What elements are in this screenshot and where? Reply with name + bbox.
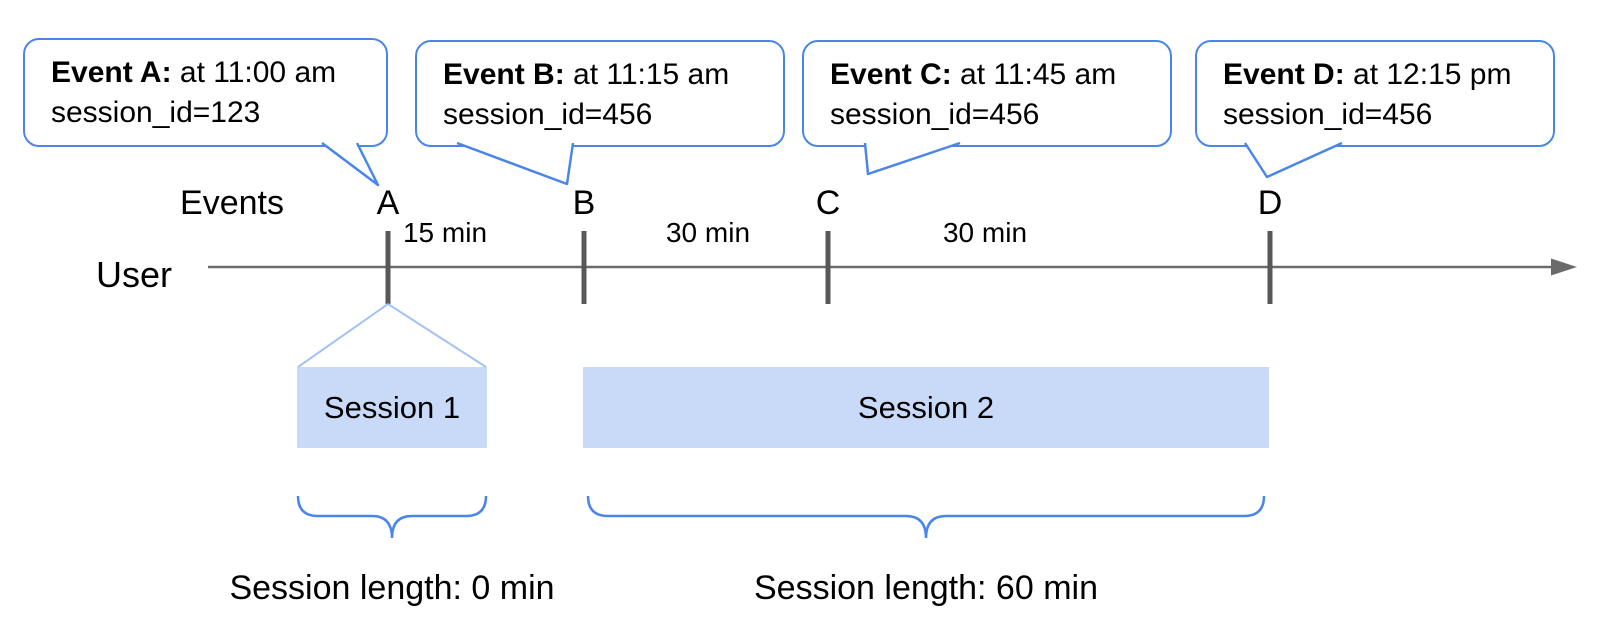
tick-event-b — [581, 231, 587, 304]
event-d-time: at 12:15 pm — [1344, 58, 1512, 91]
event-c-session-id: session_id=456 — [830, 98, 1040, 131]
event-c-callout: Event C: at 11:45 am session_id=456 — [802, 40, 1172, 147]
user-lane-label: User — [96, 254, 173, 295]
interval-b-c: 30 min — [665, 217, 751, 248]
event-d-session-id: session_id=456 — [1223, 98, 1433, 131]
event-a-title: Event A: — [51, 56, 172, 89]
event-c-callout-tail — [863, 141, 961, 176]
tick-event-d — [1267, 231, 1273, 304]
event-d-callout-line1: Event D: at 12:15 pm — [1223, 55, 1553, 95]
event-a-session-id: session_id=123 — [51, 96, 261, 129]
event-b-callout: Event B: at 11:15 am session_id=456 — [415, 40, 785, 147]
events-row-label: Events — [180, 184, 284, 222]
session-2-brace — [586, 495, 1266, 539]
tick-event-c — [825, 231, 831, 304]
event-c-time: at 11:45 am — [951, 58, 1117, 91]
event-b-letter: B — [572, 184, 596, 222]
session-1-funnel-right — [387, 303, 487, 368]
event-d-callout-tail — [1243, 141, 1343, 179]
event-b-title: Event B: — [443, 58, 565, 91]
event-c-letter: C — [815, 184, 841, 222]
event-c-title: Event C: — [830, 58, 952, 91]
event-b-time: at 11:15 am — [564, 58, 730, 91]
event-a-callout-tail — [321, 142, 380, 187]
event-b-callout-line1: Event B: at 11:15 am — [443, 55, 783, 95]
session-2-box: Session 2 — [583, 367, 1269, 448]
event-b-callout-tail — [456, 141, 575, 186]
event-b-session-id: session_id=456 — [443, 98, 653, 131]
session-1-brace — [296, 495, 488, 539]
timeline-arrowhead-icon — [1551, 258, 1577, 276]
event-d-callout: Event D: at 12:15 pm session_id=456 — [1195, 40, 1555, 147]
event-d-title: Event D: — [1223, 58, 1345, 91]
event-a-callout-line1: Event A: at 11:00 am — [51, 53, 386, 93]
session-1-label: Session 1 — [323, 389, 461, 425]
session-1-box: Session 1 — [297, 367, 487, 448]
event-a-letter: A — [376, 184, 400, 222]
event-a-callout: Event A: at 11:00 am session_id=123 — [23, 38, 388, 147]
session-2-label: Session 2 — [857, 389, 995, 425]
session-2-length-label: Session length: 60 min — [754, 569, 1098, 607]
interval-a-b: 15 min — [402, 217, 488, 248]
session-1-length-label: Session length: 0 min — [229, 569, 555, 607]
session-1-funnel-left — [297, 303, 389, 368]
event-c-callout-line1: Event C: at 11:45 am — [830, 55, 1170, 95]
event-a-time: at 11:00 am — [171, 56, 337, 89]
event-d-letter: D — [1257, 184, 1283, 222]
interval-c-d: 30 min — [942, 217, 1028, 248]
